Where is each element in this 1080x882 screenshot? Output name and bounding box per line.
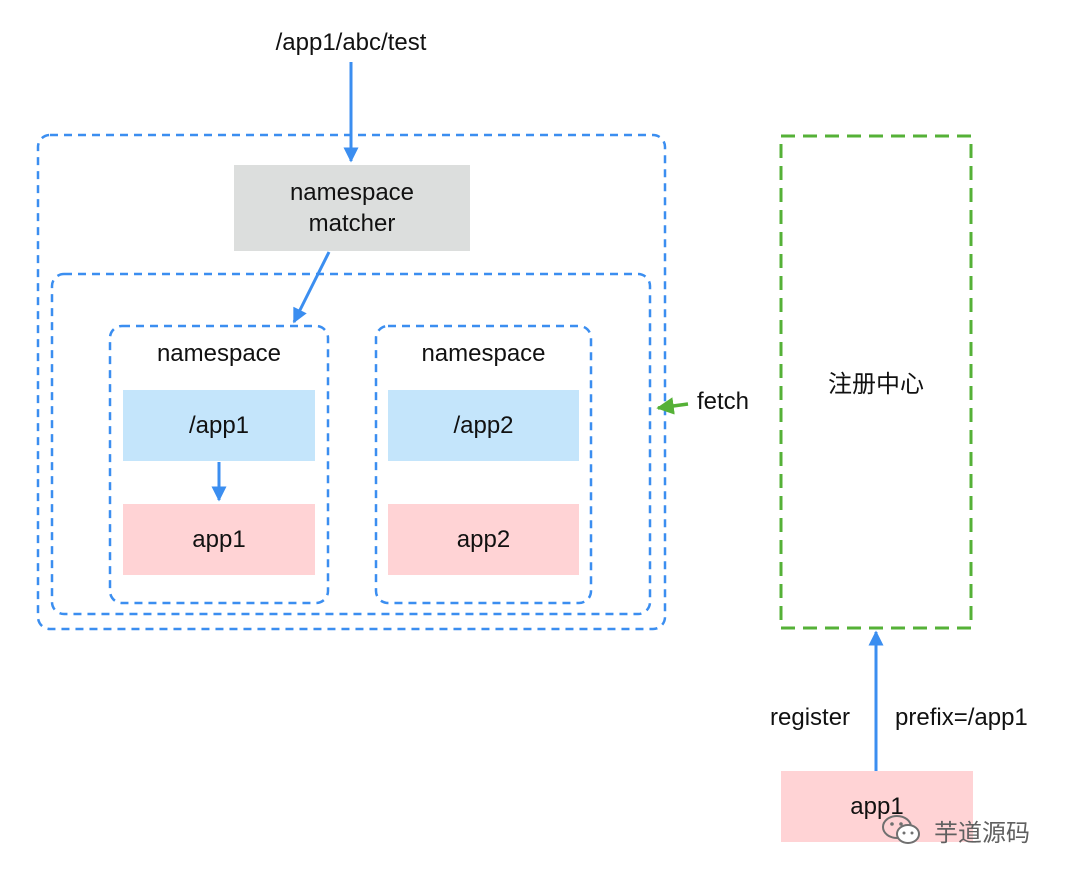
namespace-2-route: /app2: [388, 390, 579, 461]
fetch-label: fetch: [697, 388, 756, 416]
namespace-1-app: app1: [123, 504, 315, 575]
wechat-icon: [882, 815, 920, 844]
namespace-2-title: namespace: [421, 340, 546, 367]
request-path-label: /app1/abc/test: [275, 29, 427, 56]
fetch-arrow: [656, 397, 689, 415]
namespaces-container: [50, 272, 652, 616]
matcher-line-2: matcher: [308, 210, 396, 237]
registry-label: 注册中心: [828, 371, 924, 398]
namespace-2-app: app2: [388, 504, 579, 575]
namespace-matcher-box: namespace matcher: [234, 165, 470, 251]
namespace-box-1: [108, 324, 330, 605]
registered-app-box: app1: [781, 771, 973, 842]
namespace-1-title: namespace: [156, 340, 282, 367]
prefix-label: prefix=/app1: [895, 704, 1028, 731]
registry-box: [779, 134, 973, 630]
watermark-text: 芋道源码: [934, 818, 1030, 847]
matcher-to-namespace-arrow: [292, 251, 331, 324]
namespace-box-2: [374, 324, 593, 605]
matcher-line-1: namespace: [289, 179, 415, 206]
namespace-1-route: /app1: [123, 390, 315, 461]
watermark: 芋道源码: [880, 812, 1030, 848]
register-label: register: [770, 704, 851, 731]
